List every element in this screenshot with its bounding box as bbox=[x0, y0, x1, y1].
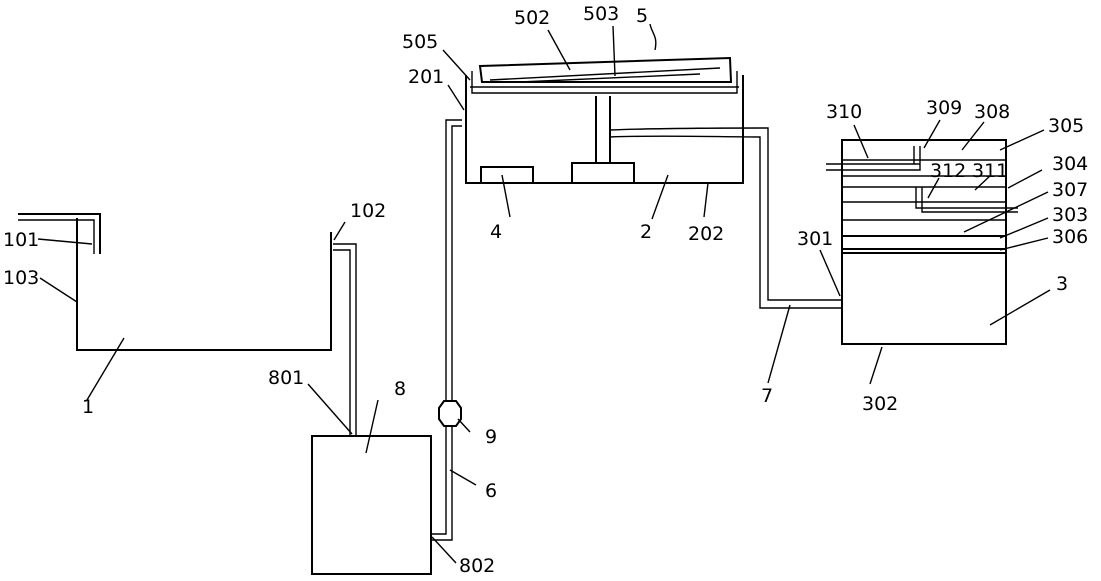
plate-5 bbox=[478, 56, 733, 83]
label-303: 303 bbox=[1052, 204, 1088, 226]
label-307: 307 bbox=[1052, 179, 1088, 201]
label-202: 202 bbox=[688, 223, 724, 245]
pipe-6 bbox=[431, 119, 462, 541]
label-503: 503 bbox=[583, 3, 619, 25]
component-4 bbox=[480, 166, 534, 184]
tank-1 bbox=[18, 213, 332, 351]
label-310: 310 bbox=[826, 101, 862, 123]
label-101: 101 bbox=[3, 229, 39, 251]
label-4: 4 bbox=[490, 221, 502, 243]
tank-3 bbox=[826, 139, 1018, 345]
label-6: 6 bbox=[485, 480, 497, 502]
label-306: 306 bbox=[1052, 226, 1088, 248]
label-305: 305 bbox=[1048, 115, 1084, 137]
label-1: 1 bbox=[82, 396, 94, 418]
label-7: 7 bbox=[761, 385, 773, 407]
label-5: 5 bbox=[636, 5, 648, 27]
label-102: 102 bbox=[350, 200, 386, 222]
label-8: 8 bbox=[394, 378, 406, 400]
valve-9 bbox=[438, 400, 462, 427]
label-2: 2 bbox=[640, 221, 652, 243]
label-201: 201 bbox=[408, 66, 444, 88]
leader-lines bbox=[37, 23, 1051, 564]
label-308: 308 bbox=[974, 101, 1010, 123]
labels: 101 103 102 1 801 8 802 9 6 505 201 502 … bbox=[3, 3, 1088, 577]
label-502: 502 bbox=[514, 7, 550, 29]
label-312: 312 bbox=[930, 160, 966, 182]
label-505: 505 bbox=[402, 31, 438, 53]
label-801: 801 bbox=[268, 367, 304, 389]
label-802: 802 bbox=[459, 555, 495, 577]
pipe-102 bbox=[333, 243, 357, 436]
tank-8 bbox=[311, 435, 432, 575]
label-309: 309 bbox=[926, 97, 962, 119]
pipe-7 bbox=[609, 127, 842, 309]
label-301: 301 bbox=[797, 228, 833, 250]
label-304: 304 bbox=[1052, 153, 1088, 175]
shaft bbox=[595, 96, 611, 163]
label-311: 311 bbox=[972, 160, 1008, 182]
label-3: 3 bbox=[1056, 273, 1068, 295]
label-9: 9 bbox=[485, 426, 497, 448]
pedestal bbox=[571, 162, 635, 184]
label-302: 302 bbox=[862, 393, 898, 415]
label-103: 103 bbox=[3, 267, 39, 289]
